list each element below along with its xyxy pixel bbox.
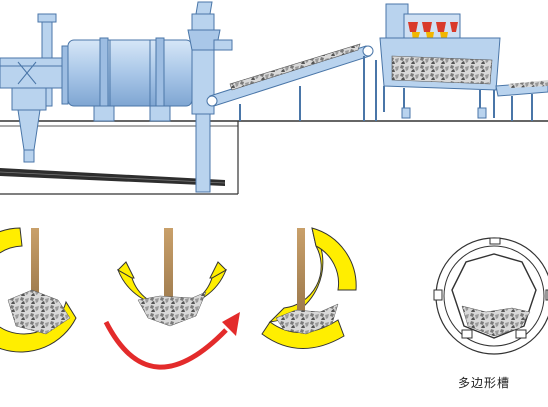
- drum-section-center: [117, 228, 227, 327]
- drum-section-tilted-left: [0, 227, 77, 353]
- drum-section-tilted-right: [261, 227, 357, 349]
- rotation-arrow-icon: [103, 312, 240, 370]
- inclined-conveyor: [206, 43, 374, 121]
- underground-belt: [0, 168, 225, 186]
- production-line: [0, 1, 548, 195]
- polygon-slot-section: [433, 237, 548, 355]
- outlet-conveyor: [495, 80, 548, 121]
- screening-machine: [363, 3, 501, 121]
- polygon-slot-caption: 多边形槽: [458, 376, 511, 390]
- discharge-tower: [187, 1, 233, 193]
- feed-tower: [0, 13, 63, 163]
- rotary-drum: [61, 37, 193, 122]
